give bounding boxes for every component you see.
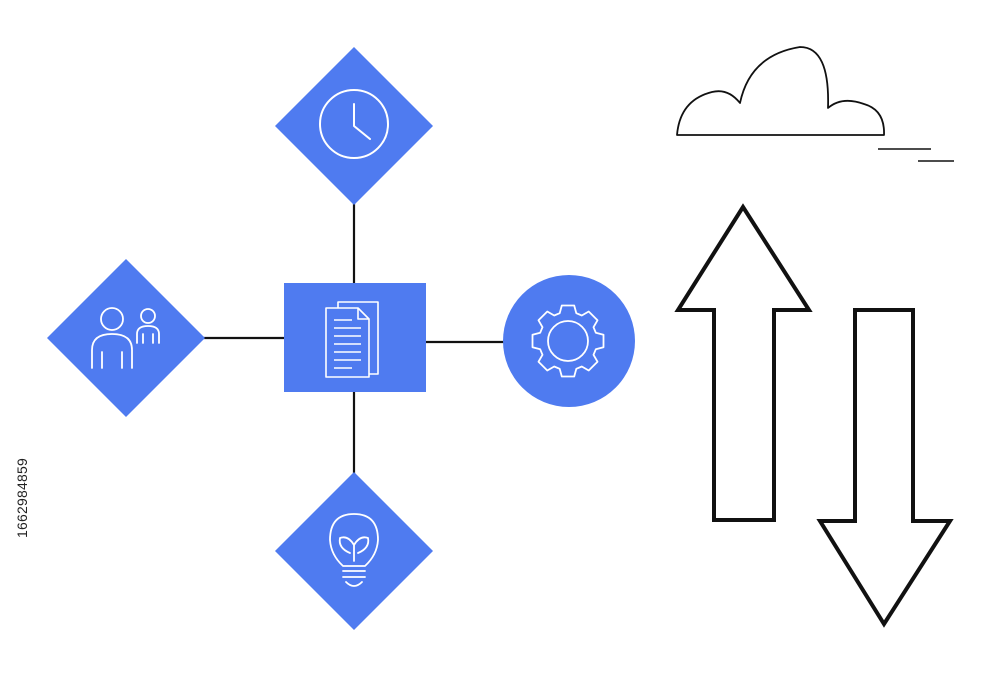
gear-icon [531, 304, 605, 378]
wind-lines [878, 148, 954, 162]
hub-node [284, 283, 426, 392]
arrow-down-icon [816, 308, 954, 628]
node-right [503, 275, 635, 407]
circle-right [503, 275, 635, 407]
cloud-icon [676, 46, 885, 136]
connectors [203, 200, 504, 474]
clock-icon [319, 89, 389, 159]
lightbulb-icon [329, 513, 379, 587]
people-icon [91, 307, 160, 369]
arrow-up-icon [674, 203, 813, 522]
node-left [47, 259, 205, 417]
node-top [275, 47, 433, 205]
stock-id-text: 1662984859 [14, 458, 30, 538]
document-icon [325, 301, 379, 378]
stock-id-label: 1662984859 [10, 428, 34, 568]
node-bottom [275, 472, 433, 630]
